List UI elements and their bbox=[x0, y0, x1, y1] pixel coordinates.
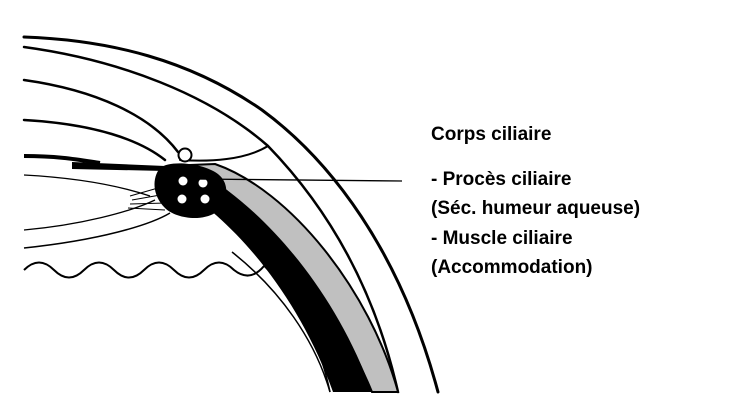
iris-root-curve bbox=[179, 145, 269, 162]
ciliary-process-dot-4 bbox=[200, 194, 210, 204]
lens-lower-line bbox=[23, 199, 156, 231]
retina-upper-line bbox=[231, 251, 331, 393]
lens-upper-line bbox=[23, 174, 151, 197]
label-proces-ciliaire: - Procès ciliaire bbox=[431, 169, 572, 190]
ciliary-process-dot-1 bbox=[178, 176, 188, 186]
zonule-fibres bbox=[127, 185, 167, 211]
zonule-fibre bbox=[127, 207, 166, 211]
retina-lower-line bbox=[263, 265, 331, 393]
ciliary-process-dot-2 bbox=[198, 178, 208, 188]
label-sec-humeur-aqueuse: (Séc. humeur aqueuse) bbox=[431, 198, 641, 219]
cornea-outer-curve bbox=[22, 78, 180, 154]
schlemm-canal bbox=[177, 147, 193, 163]
lens-outlines bbox=[23, 174, 156, 231]
label-accommodation: (Accommodation) bbox=[431, 257, 593, 278]
sclera-outlines bbox=[22, 35, 440, 394]
pointer-line bbox=[194, 178, 403, 182]
label-corps-ciliaire: Corps ciliaire bbox=[431, 124, 552, 145]
label-muscle-ciliaire: - Muscle ciliaire bbox=[431, 228, 573, 249]
ora-serrata-wavy-line bbox=[23, 261, 265, 279]
iris-outer-line bbox=[23, 154, 101, 165]
ciliary-black-band bbox=[176, 172, 372, 392]
zonule-fibre bbox=[129, 202, 167, 205]
ciliary-inner-line bbox=[23, 212, 171, 249]
cornea-inner-curve bbox=[22, 118, 167, 162]
zonule-fibre bbox=[131, 193, 167, 201]
zonule-fibre bbox=[129, 185, 166, 197]
ciliary-process-dot-3 bbox=[177, 194, 187, 204]
iris-bar bbox=[72, 162, 165, 171]
ciliary-body-blob bbox=[154, 163, 227, 219]
retina-lines bbox=[23, 212, 331, 393]
sclera-outer-curve bbox=[22, 35, 440, 394]
